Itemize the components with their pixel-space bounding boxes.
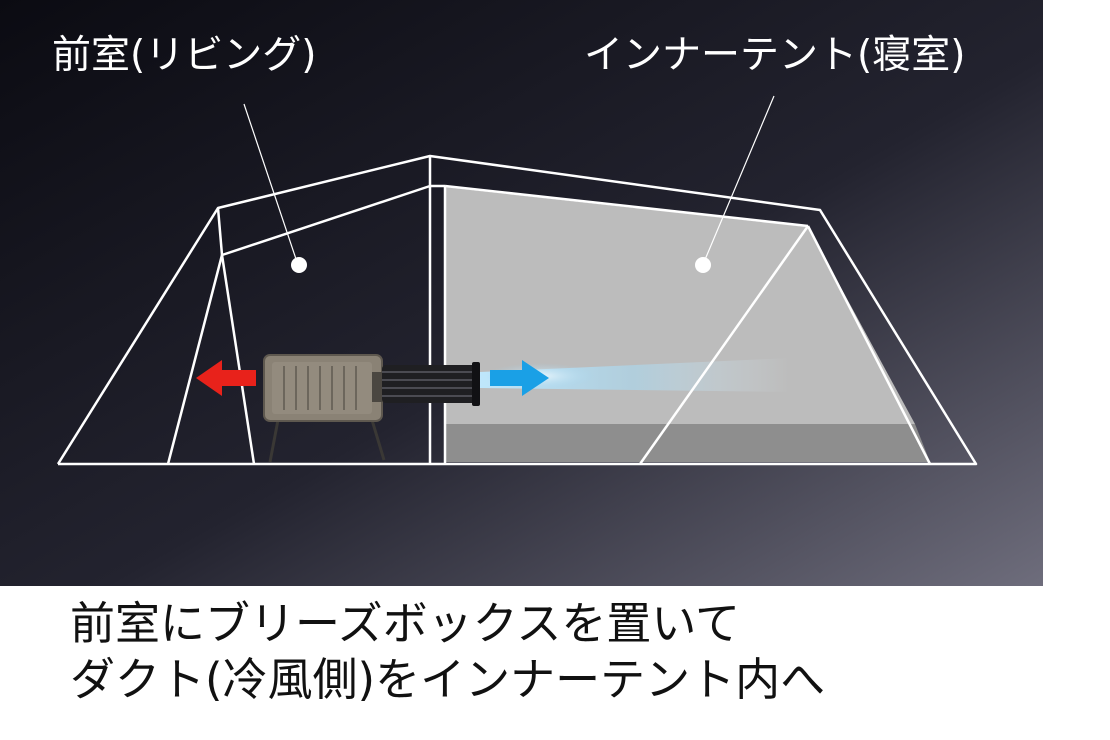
inner-tent-label: インナーテント(寝室) [584,33,966,78]
duct-icon [382,362,480,406]
tent-diagram: 前室(リビング) インナーテント(寝室) [0,0,1043,586]
tent-illustration [0,0,1043,586]
blue-arrow-right-icon [490,360,549,396]
label-pointers [243,95,775,273]
breeze-box-unit-icon [263,354,386,463]
inner-tent-dot [695,257,711,273]
caption-line-2: ダクト(冷風側)をインナーテント内へ [70,653,826,706]
red-arrow-left-icon [196,360,256,396]
tent-outline [56,154,978,466]
caption-line-1: 前室にブリーズボックスを置いて [70,597,741,650]
front-room-label: 前室(リビング) [52,33,317,78]
caption: 前室にブリーズボックスを置いて ダクト(冷風側)をインナーテント内へ [70,596,825,708]
front-room-dot [291,257,307,273]
